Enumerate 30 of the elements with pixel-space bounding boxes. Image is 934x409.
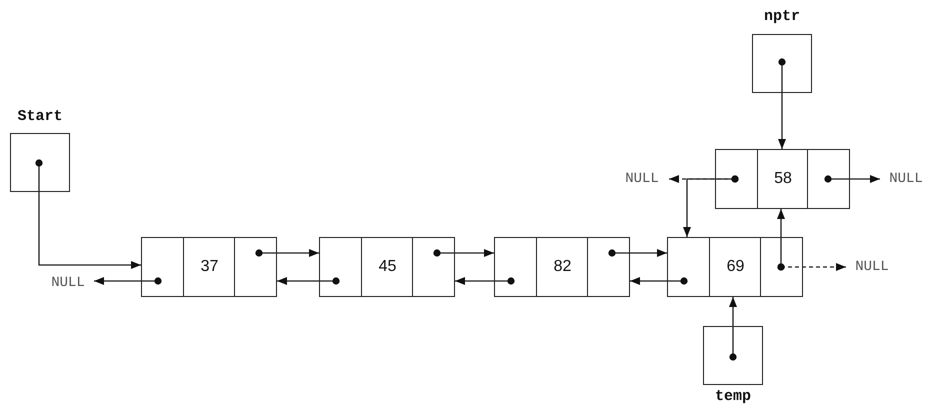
- null-label: NULL: [846, 258, 898, 276]
- pointer-arrow: [94, 277, 162, 285]
- pointer-arrow: [824, 175, 880, 183]
- node-value: 37: [200, 258, 218, 276]
- pointer-arrow: [778, 58, 786, 149]
- pointer-arrow: [608, 249, 667, 257]
- list-node: [667, 237, 803, 297]
- pointer-arrow: [630, 277, 688, 285]
- null-label: NULL: [42, 274, 94, 292]
- list-node: [715, 149, 850, 209]
- pointer-label: temp: [714, 388, 752, 405]
- pointer-arrow: [683, 175, 739, 237]
- list-node: [494, 237, 630, 297]
- pointer-label: Start: [16, 108, 64, 125]
- pointer-arrow: [455, 277, 515, 285]
- node-value: 45: [378, 258, 396, 276]
- null-label: NULL: [880, 170, 932, 188]
- pointer-arrow: [35, 159, 141, 269]
- null-label: NULL: [615, 170, 669, 188]
- pointer-arrow: [255, 249, 319, 257]
- pointer-arrow: [277, 277, 340, 285]
- node-value: 58: [774, 170, 792, 188]
- node-value: 69: [726, 258, 744, 276]
- pointer-arrow: [729, 297, 737, 361]
- node-value: 82: [554, 258, 572, 276]
- pointer-label: nptr: [762, 8, 801, 25]
- list-node: [141, 237, 277, 297]
- pointer-arrow: [777, 263, 846, 271]
- list-node: [319, 237, 455, 297]
- pointer-arrow: [433, 249, 494, 257]
